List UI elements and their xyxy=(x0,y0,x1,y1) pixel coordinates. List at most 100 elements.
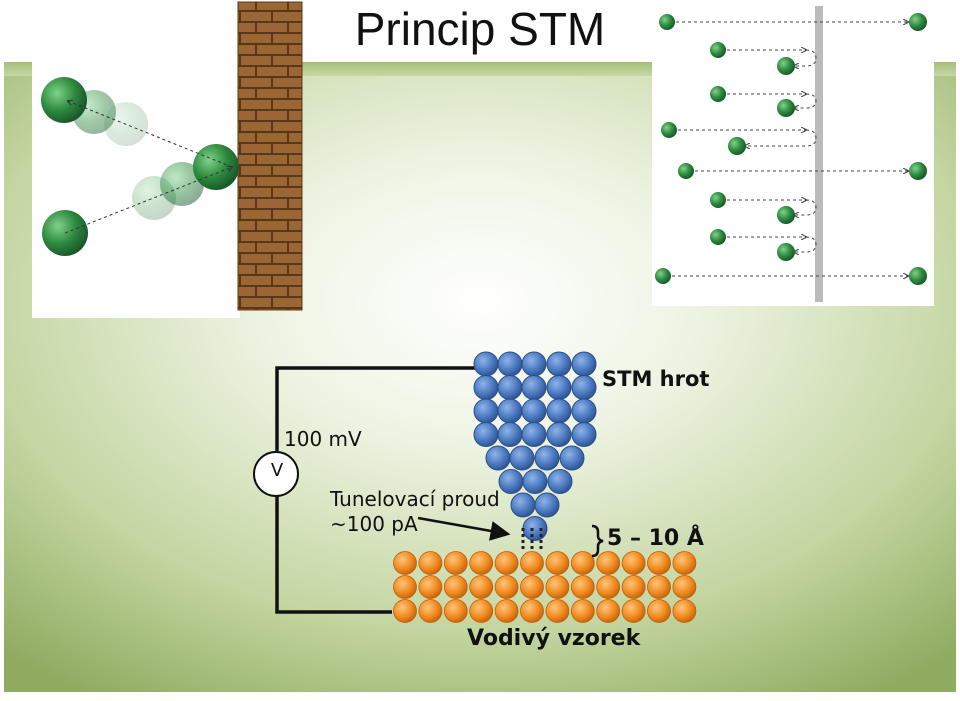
tip-atom xyxy=(547,469,573,494)
sample-atom xyxy=(520,551,544,575)
impact-ball xyxy=(193,144,239,190)
tip-atom xyxy=(571,422,597,447)
incoming-particle xyxy=(655,268,671,284)
transmitted-particle xyxy=(909,13,927,31)
tip-atom xyxy=(534,445,560,471)
sample-atom xyxy=(393,575,417,599)
current-arrow xyxy=(417,516,511,541)
reflected-trajectory xyxy=(794,199,817,215)
incoming-particle xyxy=(710,229,726,245)
tip-atom xyxy=(571,375,597,400)
sample-atom xyxy=(393,551,417,575)
incoming-particle xyxy=(710,86,726,102)
transmitted-particle xyxy=(909,162,927,180)
tip-atom xyxy=(546,398,572,424)
gap-label: 5 – 10 Å xyxy=(607,526,704,551)
tip-atom xyxy=(521,375,547,400)
incoming-particle xyxy=(710,42,726,58)
current-label-line2: ~100 pA xyxy=(330,512,418,536)
tip-atom xyxy=(521,351,547,377)
sample-atom xyxy=(621,551,646,575)
sample-atom xyxy=(418,599,443,623)
sample-atom xyxy=(672,575,697,599)
reflected-trajectory xyxy=(794,49,817,66)
reflected-trajectory xyxy=(794,236,817,252)
tip-atom xyxy=(485,445,511,471)
tip-atom xyxy=(522,469,548,494)
reflected-ball xyxy=(41,77,87,123)
sample-atom xyxy=(443,599,468,623)
incoming-particle xyxy=(710,192,726,208)
sample-atom xyxy=(621,575,646,599)
reflected-particle xyxy=(777,99,795,117)
reflected-particle xyxy=(777,243,795,261)
tip-atom xyxy=(510,492,536,518)
stm-tip xyxy=(473,351,597,541)
conductive-sample xyxy=(393,551,697,623)
incoming-particle xyxy=(678,163,694,179)
sample-atom xyxy=(545,599,570,623)
tip-atom xyxy=(497,351,523,377)
reflected-particle xyxy=(777,57,795,75)
sample-atom xyxy=(520,575,544,599)
reflected-trajectory xyxy=(745,129,817,146)
sample-atom xyxy=(494,575,519,599)
tip-atom xyxy=(473,398,499,424)
sample-atom xyxy=(570,575,595,599)
sample-atom xyxy=(570,551,595,575)
tip-label: STM hrot xyxy=(602,367,710,391)
sample-atom xyxy=(672,599,697,623)
electric-circuit xyxy=(275,366,477,614)
reflected-particle xyxy=(728,137,746,155)
tip-atom xyxy=(509,445,535,471)
sample-atom xyxy=(393,599,417,623)
transmitted-particle xyxy=(909,267,927,285)
tip-atom xyxy=(546,422,572,447)
tip-atom xyxy=(497,422,523,447)
sample-atom xyxy=(621,599,646,623)
tip-atom xyxy=(571,351,597,377)
sample-label: Vodivý vzorek xyxy=(467,626,641,651)
sample-atom xyxy=(570,599,595,623)
sample-atom xyxy=(443,551,468,575)
tip-atom xyxy=(534,492,560,518)
voltmeter xyxy=(253,451,299,497)
sample-atom xyxy=(469,575,494,599)
voltmeter-symbol: V xyxy=(270,460,284,481)
sample-atom xyxy=(545,551,570,575)
tip-atom xyxy=(498,469,524,494)
sample-atom xyxy=(647,575,671,599)
potential-barrier xyxy=(815,6,823,302)
slide-title: Princip STM xyxy=(354,3,606,55)
voltage-label: 100 mV xyxy=(284,427,362,451)
brick-wall xyxy=(237,1,303,311)
gap-brace xyxy=(591,524,604,558)
current-label-line1: Tunelovací proud xyxy=(330,487,500,511)
sample-atom xyxy=(647,599,671,623)
sample-atom xyxy=(418,575,443,599)
reflected-trajectory xyxy=(794,93,817,108)
tip-atom xyxy=(497,375,523,400)
incoming-particle xyxy=(661,122,677,138)
tip-atom xyxy=(473,422,499,447)
tip-atom xyxy=(546,351,572,377)
sample-atom xyxy=(596,551,621,575)
sample-atom xyxy=(647,551,671,575)
classical-reflection-panel xyxy=(32,1,303,318)
sample-atom xyxy=(545,575,570,599)
quantum-tunneling-panel xyxy=(652,4,934,306)
tunneling-current-lines xyxy=(521,528,543,552)
sample-atom xyxy=(494,599,519,623)
sample-atom xyxy=(596,575,621,599)
sample-atom xyxy=(520,599,544,623)
sample-atom xyxy=(418,551,443,575)
reflected-particle xyxy=(777,206,795,224)
tip-atom xyxy=(497,398,523,424)
tip-atom xyxy=(571,398,597,424)
sample-atom xyxy=(596,599,621,623)
sample-atom xyxy=(494,551,519,575)
tip-atom xyxy=(521,422,547,447)
tip-atom xyxy=(546,375,572,400)
incoming-particle xyxy=(659,14,675,30)
